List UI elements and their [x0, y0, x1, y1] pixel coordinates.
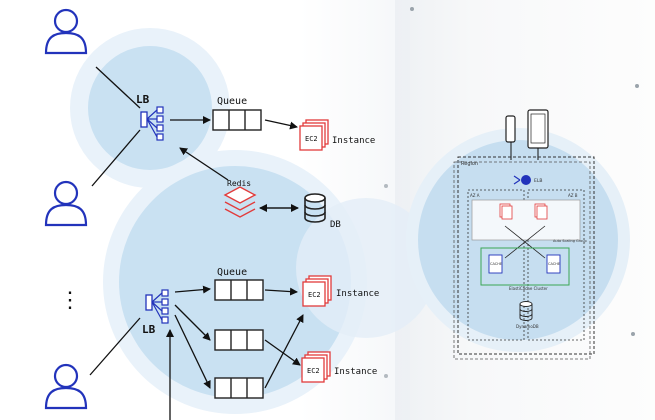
ec2-instance-icon — [534, 203, 548, 220]
auto-scaling-group-frame — [471, 199, 581, 241]
az-label: AZ B — [568, 193, 578, 198]
arrow — [264, 119, 298, 130]
queue-label: Queue — [217, 267, 247, 278]
region-frame — [457, 156, 595, 355]
dynamodb-label: DynamoDB — [516, 324, 539, 329]
queue-icon — [212, 109, 262, 131]
ec2-label: EC2 — [307, 367, 320, 375]
arrow — [264, 287, 298, 296]
tablet-icon — [527, 109, 549, 149]
queue-label: Queue — [217, 96, 247, 107]
connection-line — [91, 129, 141, 187]
ec2-instance-icon — [499, 203, 513, 220]
connection-line — [89, 317, 141, 376]
region-label: Region — [461, 161, 478, 167]
ec2-label: EC2 — [308, 291, 321, 299]
user-icon — [44, 363, 88, 410]
user-icon — [44, 8, 88, 55]
lb-label: LB — [142, 323, 156, 336]
cache-icon: CACHE — [546, 254, 561, 274]
cache-label: CACHE — [548, 262, 560, 266]
user-icon — [44, 180, 88, 227]
elb-icon — [513, 175, 531, 185]
arrow — [174, 285, 211, 294]
arrow — [179, 147, 229, 181]
lb-label: LB — [136, 93, 150, 106]
redis-label: Redis — [227, 179, 251, 188]
cache-label: CACHE — [490, 262, 502, 266]
board-screw — [410, 7, 414, 11]
instance-label: Instance — [332, 136, 375, 146]
region-frame-shadow — [453, 161, 591, 360]
board-screw — [635, 84, 639, 88]
arrow — [174, 314, 211, 389]
queue-icon — [214, 329, 264, 351]
halo-top — [70, 28, 230, 188]
board-screw — [631, 332, 635, 336]
arrow — [174, 304, 211, 341]
connection-line — [504, 225, 546, 259]
instance-label: Instance — [334, 367, 377, 377]
halo-middle — [296, 198, 436, 338]
elasticache-frame — [480, 247, 570, 286]
connection-line — [95, 66, 141, 109]
elasticache-label: ElastiCache Cluster — [509, 286, 548, 291]
redis-icon — [223, 186, 257, 218]
arrow — [264, 314, 304, 389]
az-label: AZ A — [470, 193, 480, 198]
db-label: DB — [330, 220, 341, 230]
dynamodb-icon — [519, 301, 533, 321]
board-screw — [384, 374, 388, 378]
ec2-label: EC2 — [305, 135, 318, 143]
cache-icon: CACHE — [488, 254, 503, 274]
az-a-frame — [467, 189, 525, 341]
queue-icon — [214, 377, 264, 399]
instance-label: Instance — [336, 289, 379, 299]
mobile-phone-icon — [505, 115, 516, 143]
auto-scaling-label: Auto Scaling Group — [553, 239, 587, 243]
queue-icon — [214, 279, 264, 301]
more-users-ellipsis: ⋮ — [59, 288, 81, 313]
elb-label: ELB — [534, 178, 542, 184]
board-screw — [384, 184, 388, 188]
az-b-frame — [527, 189, 585, 341]
arrow — [264, 339, 301, 366]
